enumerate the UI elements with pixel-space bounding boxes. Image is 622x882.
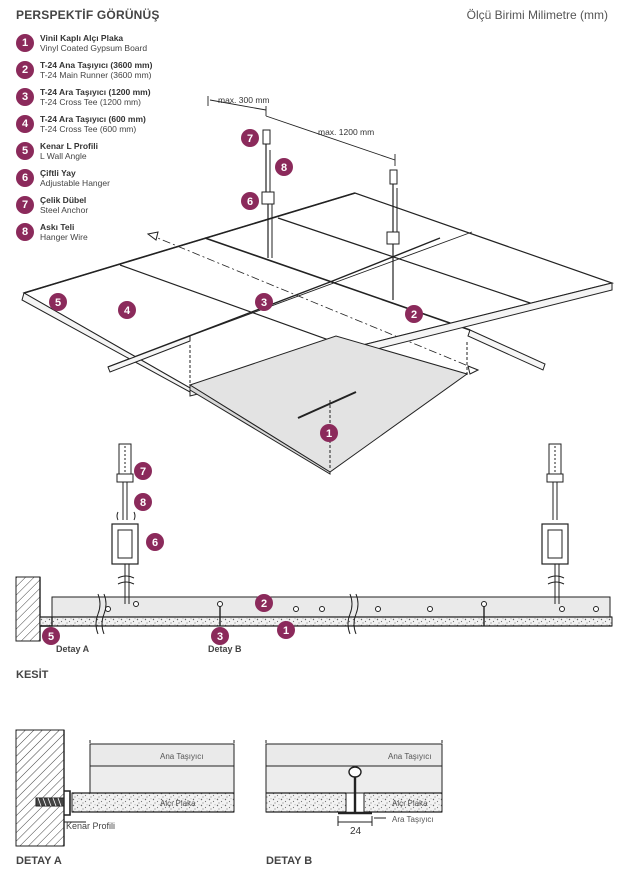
legend-en: T-24 Cross Tee (1200 mm) [40, 97, 141, 107]
detail-b-cross-tee-label: Ara Taşıyıcı [392, 815, 434, 824]
detay-b-reference: Detay B [208, 644, 242, 654]
legend-badge: 1 [16, 34, 34, 52]
callout-8: 8 [281, 162, 287, 174]
legend-tr: T-24 Ana Taşıyıcı (3600 mm) [40, 60, 153, 70]
legend-en: Vinyl Coated Gypsum Board [40, 43, 148, 53]
callout-3-badge [255, 293, 273, 311]
legend-item-2: 2 T-24 Ana Taşıyıcı (3600 mm)T-24 Main Ru… [16, 60, 216, 87]
legend-tr: Çiftli Yay [40, 168, 76, 178]
callout-5: 5 [55, 297, 61, 309]
callout-1-badge [320, 424, 338, 442]
legend-en: Adjustable Hanger [40, 178, 110, 188]
legend-tr: Vinil Kaplı Alçı Plaka [40, 33, 124, 43]
legend-en: Steel Anchor [40, 205, 89, 215]
callout-1: 1 [326, 428, 332, 440]
detail-b [265, 740, 443, 826]
legend-en: T-24 Main Runner (3600 mm) [40, 70, 152, 80]
legend-en: Hanger Wire [40, 232, 88, 242]
callout-3: 3 [261, 297, 267, 309]
detail-a-title: DETAY A [16, 855, 62, 867]
detail-a-board-label: Alçı Plaka [160, 799, 196, 808]
section-hanger-left [111, 443, 139, 604]
section-callout-5: 5 [48, 631, 54, 643]
dimension-300: max. 300 mm [218, 95, 270, 105]
callout-2-badge [405, 305, 423, 323]
detail-b-width-dimension: 24 [350, 826, 362, 837]
legend-badge: 7 [16, 196, 34, 214]
dimension-lines [207, 96, 396, 166]
section-board [39, 616, 613, 627]
units-label: Ölçü Birimi Milimetre (mm) [466, 8, 608, 22]
section-callout-1: 1 [283, 625, 289, 637]
hanger-right [386, 169, 400, 300]
legend-tr: Çelik Dübel [40, 195, 87, 205]
legend-en: T-24 Cross Tee (600 mm) [40, 124, 137, 134]
callout-6: 6 [247, 196, 253, 208]
detail-a-wall-angle-label: Kenar Profili [66, 821, 115, 831]
hanger-left [261, 129, 275, 258]
detail-a-main-runner-label: Ana Taşıyıcı [160, 752, 203, 761]
section-title: KESİT [16, 668, 49, 681]
callout-2: 2 [411, 309, 417, 321]
page-title: PERSPEKTİF GÖRÜNÜŞ [16, 8, 160, 22]
section-callouts: 7 8 6 2 1 5 3 [42, 462, 295, 645]
legend-badge: 8 [16, 223, 34, 241]
legend-badge: 4 [16, 115, 34, 133]
legend-tr: T-24 Ara Taşıyıcı (1200 mm) [40, 87, 151, 97]
section-callout-3: 3 [217, 631, 223, 643]
section-hanger-right [541, 443, 569, 604]
detail-a-wall [15, 729, 65, 847]
section-view [15, 443, 613, 642]
detail-b-board-label: Alçı Plaka [392, 799, 428, 808]
legend-badge: 5 [16, 142, 34, 160]
legend-badge: 6 [16, 169, 34, 187]
section-main-runner [51, 596, 611, 618]
section-callout-8: 8 [140, 497, 146, 509]
wall-hatch [15, 576, 41, 642]
detay-a-reference: Detay A [56, 644, 90, 654]
callout-8-badge [275, 158, 293, 176]
detail-b-main-runner-label: Ana Taşıyıcı [388, 752, 431, 761]
legend-item-4: 4 T-24 Ara Taşıyıcı (600 mm)T-24 Cross Te… [16, 114, 216, 141]
callout-6-badge [241, 192, 259, 210]
section-callout-6: 6 [152, 537, 158, 549]
callout-5-badge [49, 293, 67, 311]
callout-7-badge [241, 129, 259, 147]
detail-a [15, 729, 235, 847]
legend-tr: T-24 Ara Taşıyıcı (600 mm) [40, 114, 146, 124]
callout-4-badge [118, 301, 136, 319]
section-callout-7: 7 [140, 466, 146, 478]
callout-7: 7 [247, 133, 253, 145]
perspective-callouts: 7 8 6 5 4 3 2 1 [49, 129, 423, 442]
legend-tr: Askı Teli [40, 222, 75, 232]
legend-badge: 3 [16, 88, 34, 106]
section-callout-2: 2 [261, 598, 267, 610]
perspective-view: max. 300 mm max. 1200 mm [21, 95, 615, 475]
legend-badge: 2 [16, 61, 34, 79]
legend-tr: Kenar L Profili [40, 141, 98, 151]
legend-en: L Wall Angle [40, 151, 87, 161]
callout-4: 4 [124, 305, 131, 317]
detail-b-title: DETAY B [266, 855, 312, 867]
legend-item-3: 3 T-24 Ara Taşıyıcı (1200 mm)T-24 Cross T… [16, 87, 216, 114]
dimension-1200: max. 1200 mm [318, 127, 374, 137]
